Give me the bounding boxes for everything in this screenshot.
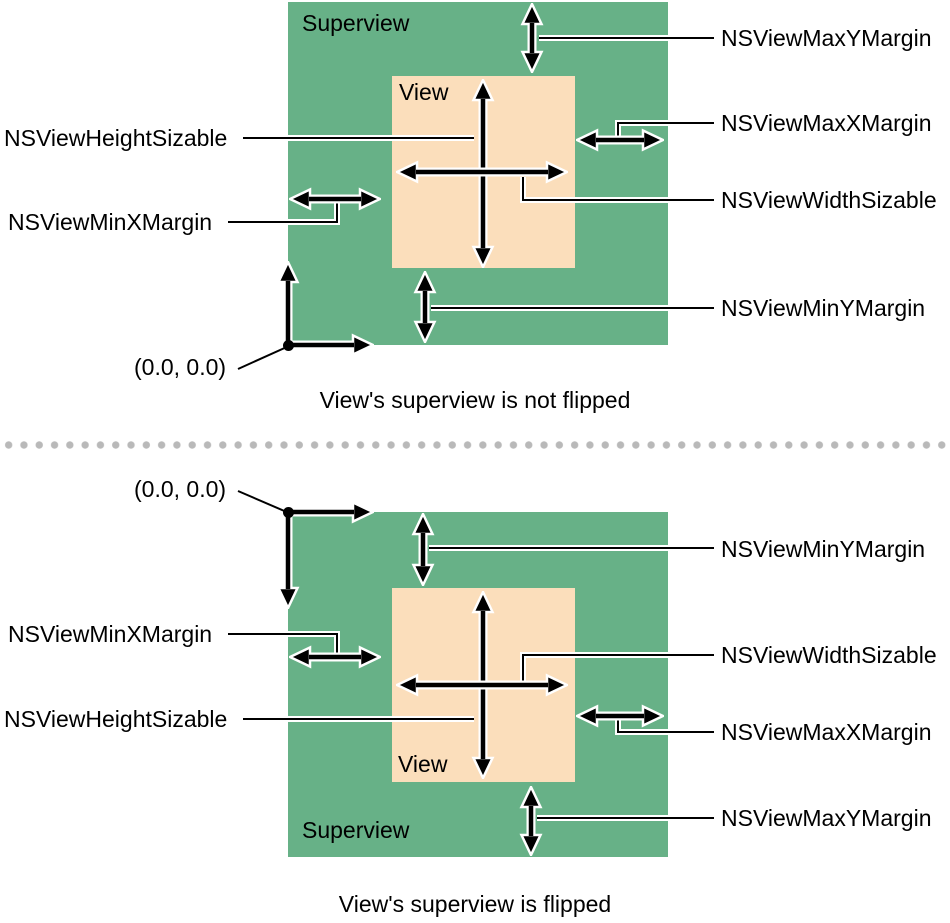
origin-coordinates-label: (0.0, 0.0) (134, 354, 227, 380)
dotted-divider (0, 437, 950, 453)
origin-dot (283, 340, 294, 351)
view-label: View (399, 79, 449, 105)
max-y-margin-arrow (518, 3, 546, 73)
min-x-margin-label: NSViewMinXMargin (8, 209, 213, 235)
min-y-callout-line (427, 304, 718, 313)
min-x-callout-line (224, 630, 345, 657)
superview-label: Superview (302, 817, 410, 843)
max-x-margin-label: NSViewMaxXMargin (721, 719, 932, 745)
min-y-margin-arrow (411, 271, 439, 343)
max-x-margin-arrow (576, 126, 664, 154)
min-y-margin-label: NSViewMinYMargin (721, 536, 926, 562)
width-sizable-arrow (396, 671, 568, 699)
origin-y-axis-arrow (274, 512, 302, 609)
origin-pointer-line (234, 487, 295, 517)
min-y-callout-line (425, 544, 718, 553)
min-x-margin-arrow (289, 185, 381, 213)
min-x-margin-label: NSViewMinXMargin (8, 621, 213, 647)
min-y-margin-label: NSViewMinYMargin (721, 295, 926, 321)
max-y-margin-label: NSViewMaxYMargin (721, 25, 932, 51)
origin-pointer-line (234, 342, 295, 373)
origin-x-axis-arrow (286, 331, 374, 359)
min-x-callout-line (224, 199, 345, 230)
width-sizable-label: NSViewWidthSizable (721, 642, 937, 668)
superview-label: Superview (302, 10, 410, 36)
max-y-callout-line (535, 34, 718, 43)
view-label: View (398, 751, 448, 777)
max-y-margin-label: NSViewMaxYMargin (721, 805, 932, 831)
max-x-callout-line (614, 119, 718, 143)
max-x-callout-line (614, 713, 718, 736)
max-x-margin-arrow (576, 702, 664, 730)
height-sizable-label: NSViewHeightSizable (4, 125, 228, 151)
origin-x-axis-arrow (286, 498, 374, 526)
origin-dot (283, 507, 294, 518)
max-x-margin-label: NSViewMaxXMargin (721, 110, 932, 136)
max-y-margin-arrow (517, 786, 545, 856)
diagram-caption: View's superview is not flipped (319, 387, 631, 413)
min-y-margin-arrow (409, 513, 437, 586)
height-sizable-callout-line (239, 715, 478, 724)
origin-coordinates-label: (0.0, 0.0) (134, 476, 227, 502)
max-y-callout-line (533, 814, 718, 823)
width-sizable-arrow (396, 158, 568, 186)
width-sizable-callout-line (519, 173, 718, 204)
min-x-margin-arrow (289, 643, 381, 671)
diagram-caption: View's superview is flipped (338, 891, 612, 917)
height-sizable-label: NSViewHeightSizable (4, 706, 228, 732)
width-sizable-label: NSViewWidthSizable (721, 187, 937, 213)
height-sizable-callout-line (239, 134, 478, 143)
width-sizable-callout-line (519, 651, 718, 685)
origin-y-axis-arrow (274, 261, 302, 347)
